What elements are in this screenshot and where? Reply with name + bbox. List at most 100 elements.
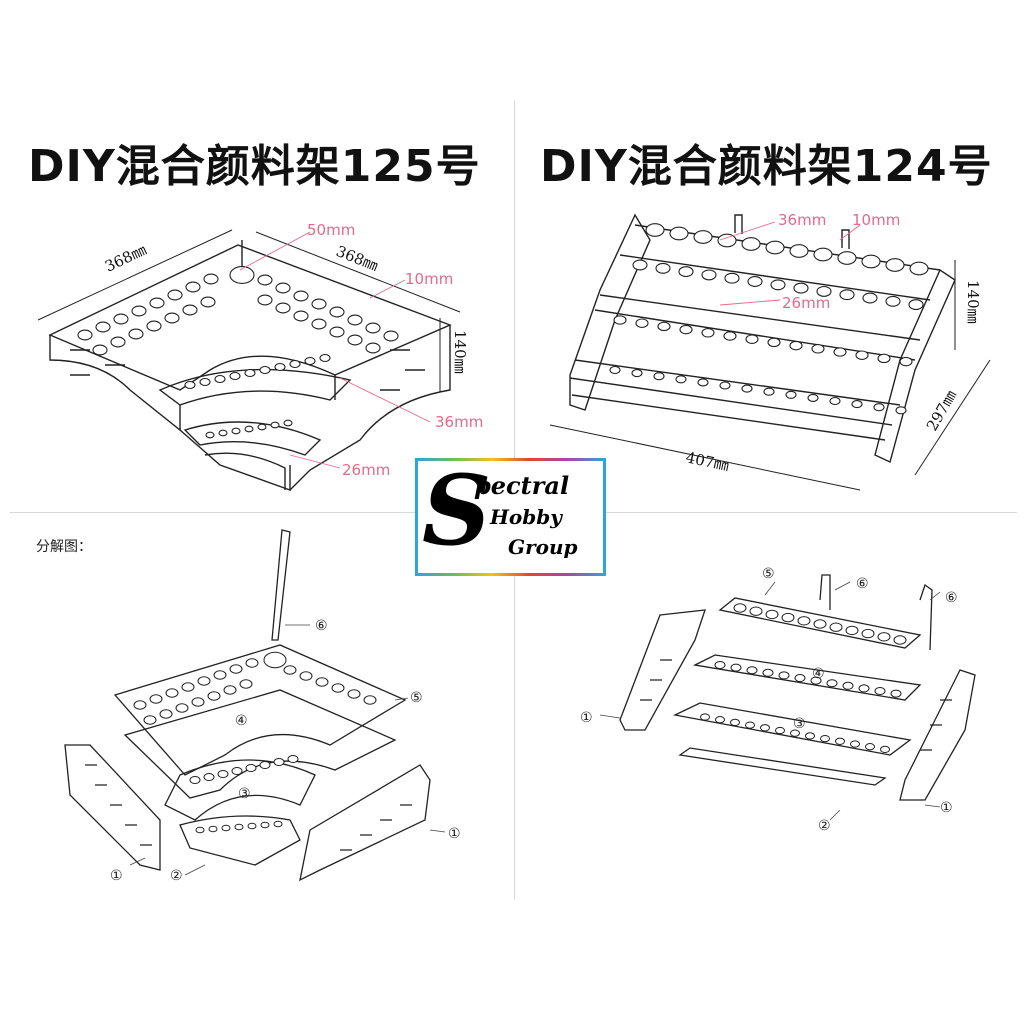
hole [365, 342, 381, 354]
hole [299, 671, 313, 681]
hole [329, 306, 345, 318]
hole [745, 721, 755, 729]
callout-3-right: ③ [793, 716, 806, 732]
hole [247, 822, 257, 830]
hole [724, 272, 740, 284]
hole [77, 329, 93, 341]
hole [833, 347, 847, 357]
hole [128, 328, 144, 340]
hole [899, 356, 913, 367]
hole [760, 724, 770, 732]
hole [149, 297, 165, 309]
hole [714, 661, 726, 669]
hole [185, 281, 201, 293]
hole [829, 396, 841, 406]
hole [767, 337, 781, 348]
hole [820, 734, 830, 743]
hole [746, 666, 758, 675]
hole [880, 745, 890, 754]
hole [257, 274, 273, 286]
hole [259, 761, 271, 769]
hole [785, 390, 797, 399]
hole [816, 285, 832, 297]
callout-3-left: ③ [238, 786, 251, 802]
dim-10mm-124: 10mm [852, 211, 900, 229]
hole [675, 375, 687, 384]
hole [730, 718, 740, 727]
hole [208, 825, 218, 833]
hole [273, 758, 285, 766]
hole [747, 276, 763, 287]
hole [311, 318, 327, 330]
hole [191, 697, 205, 707]
hole [203, 273, 219, 285]
dim-368-right: 368㎜ [334, 242, 381, 275]
hole [781, 612, 795, 623]
hole [365, 322, 381, 334]
logo-word-hobby: Hobby [490, 505, 562, 529]
hole [855, 350, 869, 360]
hole [244, 368, 256, 378]
hole [347, 334, 363, 346]
dim-36mm-124: 36mm [778, 211, 826, 229]
hole [283, 665, 297, 675]
hole [260, 821, 270, 829]
hole [275, 302, 291, 314]
hole [765, 609, 779, 620]
hole [794, 674, 806, 682]
hole [195, 826, 205, 834]
hole [789, 340, 803, 351]
hole [790, 729, 800, 737]
callout-1-left: ① [110, 868, 123, 884]
hole [347, 689, 361, 699]
hole [826, 679, 838, 688]
callout-5-right: ⑤ [762, 566, 775, 582]
hole [229, 266, 255, 284]
hole [653, 372, 665, 381]
hole [311, 298, 327, 310]
hole [861, 628, 875, 639]
callout-5-left: ⑤ [410, 690, 423, 706]
hole [635, 318, 649, 328]
hole [257, 294, 273, 306]
hole [749, 606, 763, 616]
hole [679, 324, 693, 335]
hole [146, 320, 162, 332]
rack-124-drawing: 36mm 10mm 26mm 140㎜ 297㎜ 407㎜ [549, 211, 991, 491]
hole [645, 223, 665, 237]
hole [214, 374, 226, 384]
spectral-hobby-logo: S pectral Hobby Group [415, 458, 606, 576]
hole [229, 664, 243, 674]
hole [655, 262, 671, 274]
hole [223, 685, 237, 695]
hole [207, 691, 221, 701]
hole [159, 709, 173, 719]
hole [885, 295, 901, 307]
dim-297-124: 297㎜ [923, 387, 960, 434]
hole [865, 743, 875, 751]
dim-368-left: 368㎜ [102, 241, 149, 276]
hole [723, 331, 737, 341]
hole [205, 431, 215, 439]
hole [131, 305, 147, 317]
callout-2-right: ② [818, 818, 831, 834]
rack-125-drawing: 368㎜ 368㎜ 50mm 10mm 140㎜ 36mm 26mm [37, 221, 483, 491]
hole [149, 694, 163, 704]
callout-1-right-side: ① [448, 826, 461, 842]
horizontal-divider-right [522, 512, 1017, 513]
callout-4-right: ④ [812, 666, 825, 682]
hole [851, 400, 863, 409]
horizontal-divider-left [10, 512, 505, 513]
hole [113, 313, 129, 325]
hole [189, 776, 201, 784]
hole [245, 658, 259, 668]
hole [793, 282, 809, 294]
hole [895, 406, 907, 415]
hole [259, 365, 271, 375]
hole [347, 314, 363, 326]
callout-6-right-a: ⑥ [856, 576, 869, 592]
hole [842, 681, 854, 690]
hole [275, 282, 291, 294]
hole [745, 334, 759, 344]
hole [234, 823, 244, 831]
